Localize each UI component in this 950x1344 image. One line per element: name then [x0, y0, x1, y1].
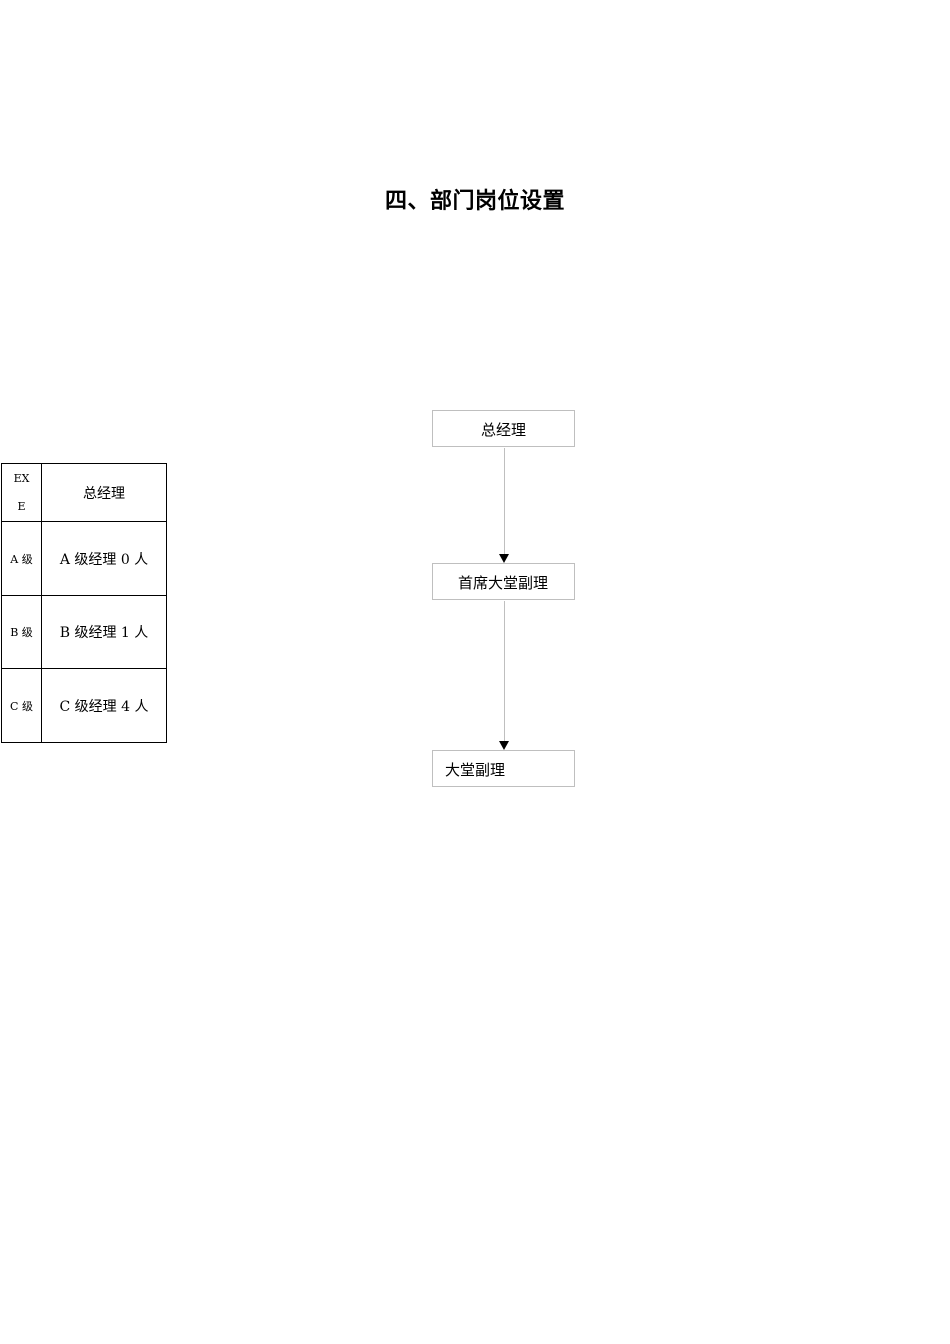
arrow-down-icon	[499, 554, 509, 563]
level-label-line2: E	[17, 499, 26, 513]
level-description: C 级经理 4 人	[41, 668, 167, 743]
table-row: B 级 B 级经理 1 人	[1, 595, 167, 669]
org-node-label: 总经理	[481, 421, 527, 439]
org-connector-line	[504, 448, 505, 554]
level-description: B 级经理 1 人	[41, 595, 167, 669]
level-table: EX E 总经理 A 级 A 级经理 0 人 B 级 B 级经理 1 人 C 级…	[1, 463, 167, 743]
table-row: EX E 总经理	[1, 463, 167, 522]
org-node-lobby-manager: 大堂副理	[432, 750, 575, 787]
level-cell: B 级	[1, 595, 42, 669]
level-cell: C 级	[1, 668, 42, 743]
level-label-line1: EX	[13, 471, 30, 485]
org-node-label: 大堂副理	[445, 761, 506, 779]
level-description: A 级经理 0 人	[41, 521, 167, 596]
table-row: A 级 A 级经理 0 人	[1, 521, 167, 596]
org-node-label: 首席大堂副理	[458, 574, 549, 592]
table-row: C 级 C 级经理 4 人	[1, 668, 167, 743]
org-connector-line	[504, 601, 505, 741]
page-title: 四、部门岗位设置	[384, 189, 565, 214]
arrow-down-icon	[499, 741, 509, 750]
level-description: 总经理	[41, 463, 167, 522]
org-node-chief-lobby-manager: 首席大堂副理	[432, 563, 575, 600]
level-cell: A 级	[1, 521, 42, 596]
level-cell: EX E	[1, 463, 42, 522]
org-node-general-manager: 总经理	[432, 410, 575, 447]
